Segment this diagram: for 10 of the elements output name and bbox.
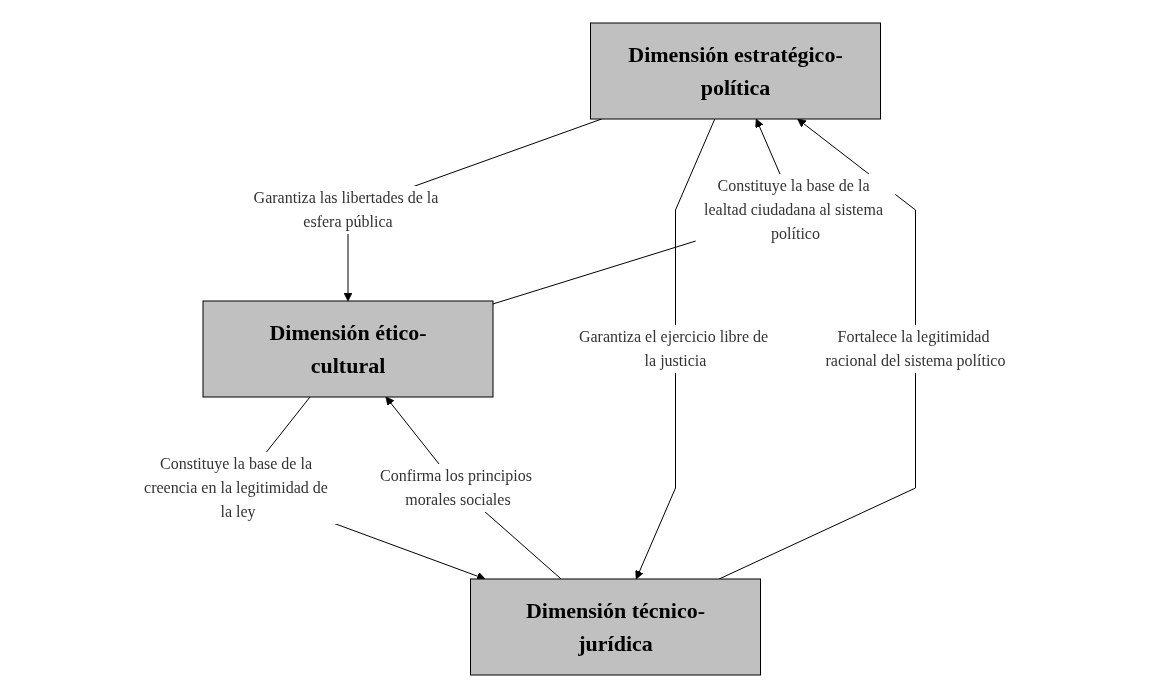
- edge-label: Garantiza el ejercicio libre de la justicia: [578, 328, 768, 369]
- edge-label: Constituye la base de la lealtad ciudadana al sistema político: [703, 177, 883, 242]
- edge-label: Garantiza las libertades de la esfera pública: [253, 189, 439, 230]
- node-box: Dimensión ético-cultural: [202, 300, 494, 398]
- edge-label: Fortalece la legitimidad racional del sistema político: [825, 328, 1006, 369]
- node-box: Dimensión técnico-jurídica: [469, 578, 761, 676]
- arrow: [635, 118, 716, 580]
- edge-label: Confirma los principios morales sociales: [379, 467, 532, 508]
- edge-label: Constituye la base de la creencia en la legitimidad de la ley: [143, 455, 328, 520]
- node-box: Dimensión estratégico-política: [589, 22, 881, 120]
